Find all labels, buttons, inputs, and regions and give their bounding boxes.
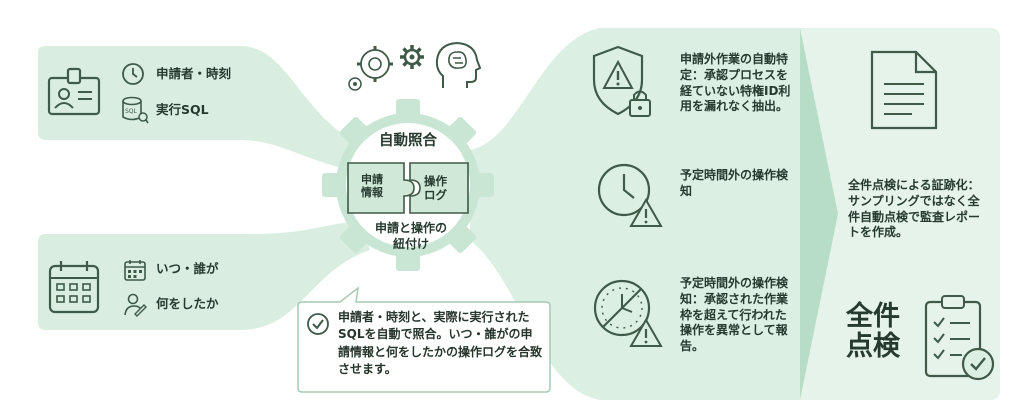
small-calendar-icon <box>124 260 146 281</box>
id-badge-icon <box>47 67 101 116</box>
application-info-piece: 申請 情報 <box>361 173 383 200</box>
prohibited-clock-warning-icon <box>593 279 663 347</box>
clipboard-check-icon <box>924 295 995 381</box>
clock-icon <box>122 63 144 85</box>
callout-bubble <box>297 286 551 393</box>
check-circle-icon <box>307 313 329 335</box>
executed-sql-label: 実行SQL <box>156 102 209 117</box>
sql-database-icon: SQL <box>122 96 149 124</box>
full-inspection-text: 全件点検による証跡化：サンプリングではなく全件自動点検で監査レポートを作成。 <box>848 178 981 240</box>
when-who-label: いつ・誰が <box>156 261 219 276</box>
puzzle-pieces-icon <box>347 162 469 214</box>
shield-lock-warning-icon <box>592 45 651 117</box>
gear-icon <box>400 45 424 69</box>
document-icon <box>870 50 938 130</box>
person-action-icon <box>124 293 147 317</box>
out-of-window-report-text: 予定時間外の操作検知：承認された作業枠を超えて行われた操作を異常として報告。 <box>680 276 789 354</box>
calendar-icon <box>48 261 100 314</box>
brain-head-icon <box>435 41 482 88</box>
full-inspection-stamp: 全件 点検 <box>846 301 900 363</box>
unapplied-work-text: 申請外作業の自動特定：承認プロセスを経ていない特権ID利用を漏れなく抽出。 <box>680 52 791 114</box>
head-gear-icon <box>348 46 393 91</box>
applicant-time-label: 申請者・時刻 <box>156 66 232 81</box>
gear-subtitle: 申請と操作の 紐付け <box>374 221 447 251</box>
callout-text: 申請者・時刻と、実際に実行されたSQLを自動で照合。いつ・誰がの申請情報と何をし… <box>338 310 543 377</box>
what-did-label: 何をしたか <box>156 296 219 311</box>
gear-title: 自動照合 <box>379 133 437 149</box>
off-hours-detection-text: 予定時間外の操作検知 <box>680 168 789 198</box>
clock-warning-icon <box>597 163 663 227</box>
operation-log-piece: 操作 ログ <box>424 174 447 202</box>
svg-text:SQL: SQL <box>125 108 138 115</box>
